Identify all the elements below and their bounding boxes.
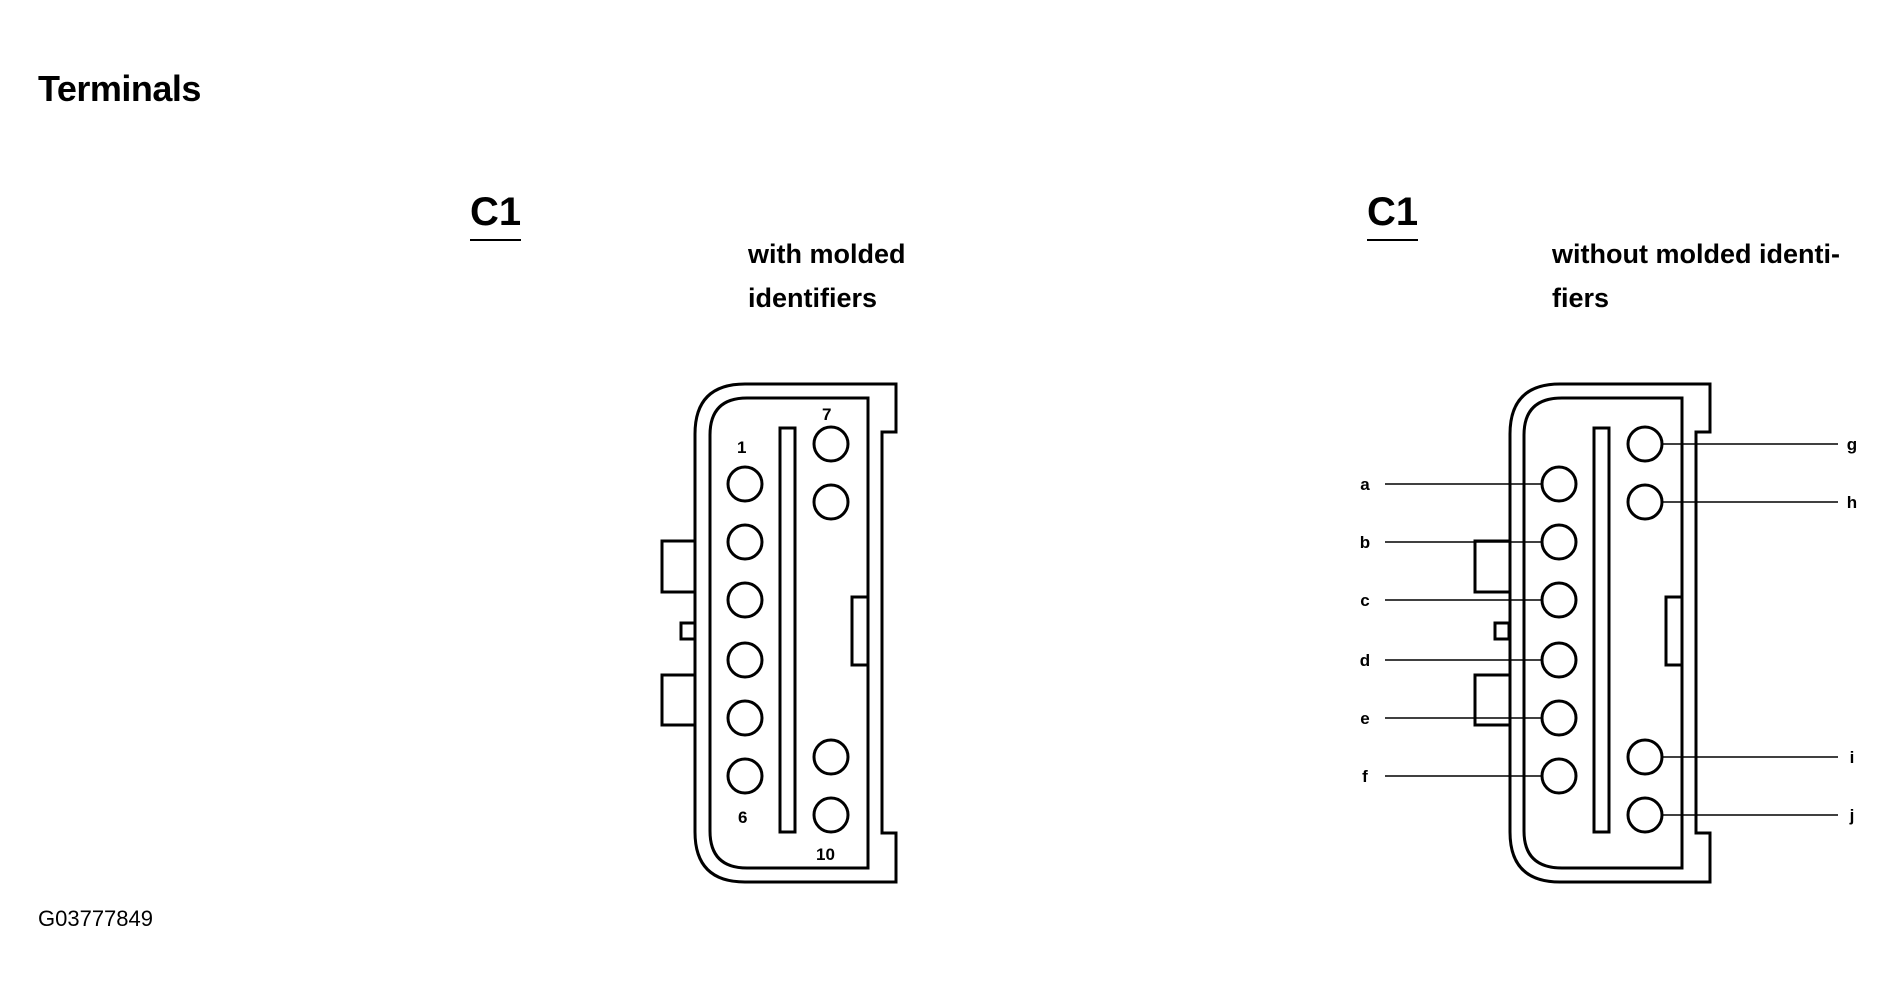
caption-right-line1: without molded identi- [1552, 239, 1840, 269]
pin-letter-d: d [1360, 651, 1370, 670]
page-title: Terminals [38, 68, 201, 109]
pin-letter-a: a [1360, 475, 1370, 494]
pin-9 [812, 738, 850, 776]
connector-right-key-small [1493, 621, 1511, 641]
connector-left-latch-top [660, 539, 697, 594]
pin-label-10: 10 [816, 845, 835, 864]
connector-right-inner-shell [1522, 396, 1684, 870]
connector-left-inner-shell [708, 396, 870, 870]
pin-2 [726, 523, 764, 561]
connector-left-outer-shell [693, 382, 898, 884]
connector-right-side-tab [1664, 595, 1684, 667]
connector-left-divider-bar [778, 426, 797, 834]
pin-a [1540, 465, 1578, 503]
pin-g [1626, 425, 1664, 463]
pin-e [1540, 699, 1578, 737]
pin-5 [726, 699, 764, 737]
connector-right-latch-bottom [1473, 673, 1512, 727]
pin-h [1626, 483, 1664, 521]
connector-left-key-small [679, 621, 697, 641]
pin-label-6: 6 [738, 808, 747, 827]
pin-1 [726, 465, 764, 503]
pin-label-1: 1 [737, 438, 746, 457]
pin-i [1626, 738, 1664, 776]
pin-letter-e: e [1360, 709, 1369, 728]
connector-label-left: C1 [470, 190, 522, 241]
connector-left [660, 382, 898, 884]
connector-right-latch-top [1473, 539, 1512, 594]
pin-f [1540, 757, 1578, 795]
pin-4 [726, 641, 764, 679]
pin-letter-c: c [1360, 591, 1369, 610]
caption-left: with molded identifiers [748, 232, 1108, 320]
pin-label-7: 7 [822, 405, 831, 424]
pin-3 [726, 581, 764, 619]
connector-right-outer-shell [1508, 382, 1712, 884]
pin-letter-h: h [1847, 493, 1857, 512]
pin-6 [726, 757, 764, 795]
connector-right [1473, 382, 1712, 884]
pin-j [1626, 796, 1664, 834]
pin-letter-f: f [1362, 767, 1368, 786]
caption-left-line2: identifiers [748, 283, 878, 313]
figure-id: G03777849 [38, 906, 153, 931]
pin-7 [812, 425, 850, 463]
pin-b [1540, 523, 1578, 561]
connector-left-side-tab [850, 595, 870, 667]
caption-right: without molded identi- fiers [1552, 232, 1878, 320]
pin-letter-b: b [1360, 533, 1370, 552]
pin-letter-j: j [1849, 806, 1855, 825]
pin-c [1540, 581, 1578, 619]
pin-letter-g: g [1847, 435, 1857, 454]
connector-label-right: C1 [1367, 190, 1419, 241]
pin-10 [812, 796, 850, 834]
caption-left-line1: with molded [748, 239, 906, 269]
connector-left-latch-bottom [660, 673, 697, 727]
pin-d [1540, 641, 1578, 679]
pin-8 [812, 483, 850, 521]
caption-right-line2: fiers [1552, 283, 1610, 313]
pin-letter-i: i [1850, 748, 1855, 767]
connector-right-divider-bar [1592, 426, 1611, 834]
